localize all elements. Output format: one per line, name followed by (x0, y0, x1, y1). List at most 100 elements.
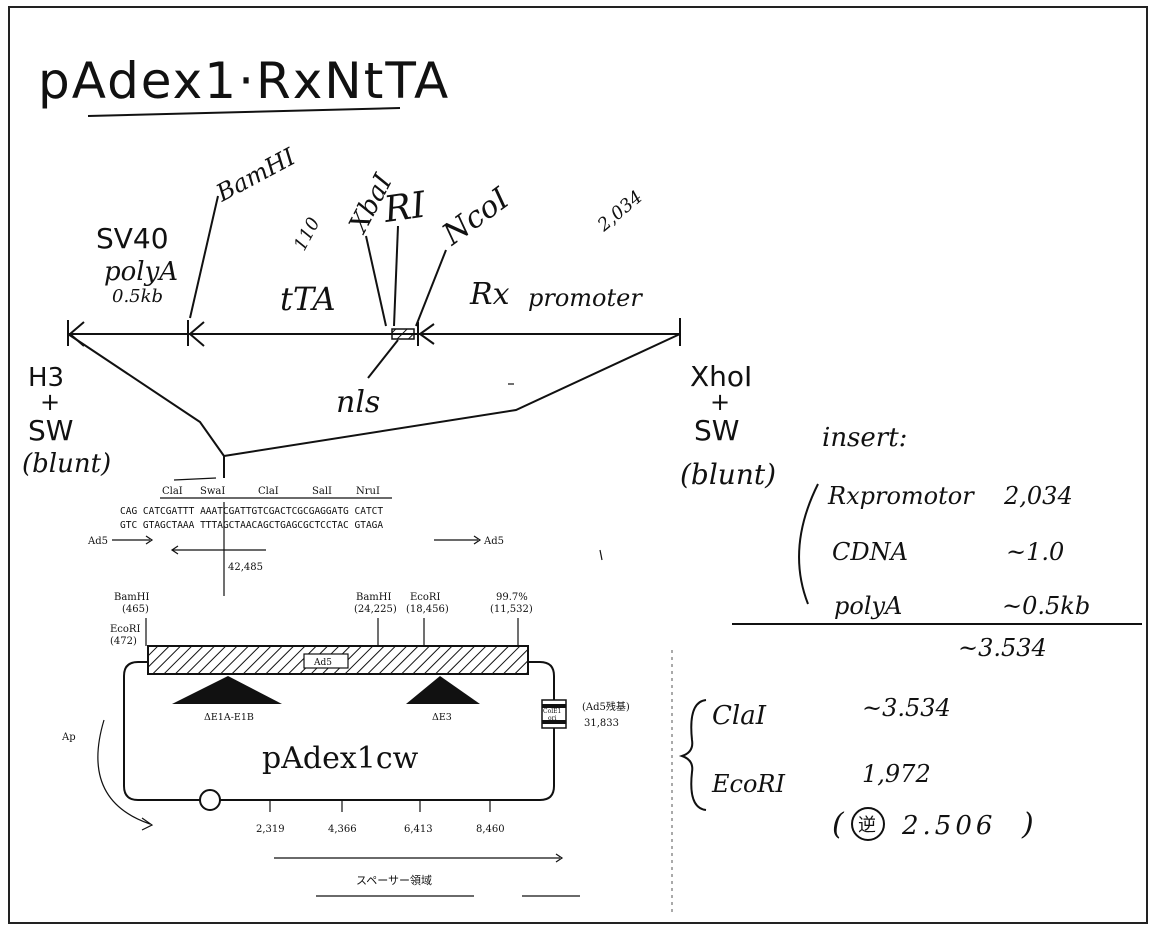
pct-pos: (11,532) (490, 604, 533, 615)
left-end-sw: SW (28, 414, 73, 447)
insert-row-name: CDNA (832, 538, 908, 566)
rx-label: Rx (469, 277, 510, 312)
delta-e3-label: ΔE3 (432, 712, 452, 723)
amp-label: Ap (61, 732, 76, 743)
insert-row-value: ~1.0 (1006, 538, 1064, 566)
insert-row-value: 2,034 (1003, 482, 1073, 510)
pct-label: 99.7% (496, 592, 528, 603)
right-end-blunt: (blunt) (680, 458, 776, 491)
nls-label: nls (336, 385, 380, 420)
plasmid-outline (123, 661, 555, 801)
plasmid-name: pAdex1cw (262, 741, 419, 776)
funnel-line-right (223, 333, 681, 457)
polya-size-label: 0.5kb (112, 286, 163, 307)
sequence-top-strand: CAG CATCGATTT AAATCGATTGTCGACTCGCGAGGATG… (120, 506, 383, 517)
site-bamhi-label: BamHI (211, 142, 301, 207)
nls-block (391, 328, 415, 340)
ecori-mid-pos: (18,456) (406, 604, 449, 615)
site-ri-label: RI (381, 184, 429, 231)
copy-pos: 31,833 (584, 718, 619, 729)
cos-box-top-label: ColE1 (543, 708, 561, 715)
mcs-position: 42,485 (228, 562, 263, 573)
polya-label: polyA (104, 257, 178, 287)
ecori-left-pos: (472) (110, 636, 137, 647)
bamhi-left-pos: (465) (122, 604, 149, 615)
ri-pointer (393, 225, 399, 327)
digest-value: ~3.534 (862, 694, 951, 722)
ori-circle (199, 789, 221, 811)
mcs-site-label: NruI (356, 486, 380, 497)
bamhi-left-label: BamHI (114, 592, 150, 603)
ad5-left-arrowhead (145, 535, 154, 545)
nls-pointer (367, 339, 399, 379)
insert-row-value: ~0.5kb (1002, 592, 1090, 620)
ad5-box (303, 653, 349, 669)
insert-total: ~3.534 (958, 634, 1047, 662)
xbai-pointer (365, 235, 387, 327)
tick-label: 2,319 (256, 824, 285, 835)
reverse-close-paren: ) (1021, 807, 1034, 842)
arrowhead-tta (188, 321, 205, 347)
number-2034: 2,034 (593, 187, 647, 237)
ad5-left-label: Ad5 (87, 536, 108, 547)
tick-label: 6,413 (404, 824, 433, 835)
tick-label: 8,460 (476, 824, 505, 835)
left-end-h3: H3 (28, 363, 64, 393)
insert-row-name: Rxpromotor (827, 482, 975, 510)
mcs-site-label: ClaI (162, 486, 183, 497)
tick-label: 4,366 (328, 824, 357, 835)
mcs-site-label: SwaI (200, 486, 225, 497)
ecori-mid-label: EcoRI (410, 592, 440, 603)
number-110: 110 (290, 214, 325, 254)
amp-arrow (97, 719, 151, 825)
spacer-label: スペーサー領域 (356, 873, 432, 887)
right-end-xhoi: XhoI (690, 360, 752, 393)
spacer-arrowhead (555, 853, 564, 863)
insert-row-name: polyA (834, 592, 902, 620)
copy-note: (Ad5残基) (582, 700, 630, 713)
mcs-sites: ClaI SwaI ClaI SalI NruI (162, 486, 380, 497)
bamhi-mid-pos: (24,225) (354, 604, 397, 615)
mcs-site-label: SalI (312, 486, 332, 497)
tta-label: tTA (280, 280, 336, 318)
left-end-plus: + (40, 388, 60, 416)
left-end-blunt: (blunt) (22, 449, 111, 479)
ecori-left-label: EcoRI (110, 624, 140, 635)
funnel-line-left (67, 333, 225, 457)
ad5-box-label: Ad5 (313, 658, 332, 668)
right-end-plus: + (710, 388, 730, 416)
cos-box-bottom-label: ori (548, 715, 556, 722)
reverse-value: 2.506 (901, 811, 996, 841)
ad5-right-arrowhead (473, 535, 482, 545)
scale-ticks (269, 800, 491, 812)
ad5-right-label: Ad5 (483, 536, 504, 547)
digest-enzyme: EcoRI (711, 770, 785, 798)
delta-e1-label: ΔE1A-E1B (204, 712, 254, 723)
bamhi-pointer (189, 195, 219, 319)
reverse-open-paren: ( (832, 807, 845, 842)
arrowhead-promoter (418, 323, 435, 345)
right-end-sw: SW (694, 414, 739, 447)
insert-heading: insert: (822, 423, 907, 453)
delta-e3-triangle (406, 676, 480, 704)
sequence-bottom-strand: GTC GTAGCTAAA TTTAGCTAACAGCTGAGCGCTCCTAC… (120, 520, 383, 531)
digest-value: 1,972 (862, 760, 931, 788)
page-frame (8, 6, 1148, 924)
site-ncoi-label: NcoI (435, 181, 516, 253)
promoter-label: promoter (528, 284, 643, 312)
page-title: pAdex1·RxNtTA (38, 52, 450, 110)
digest-enzyme: ClaI (712, 701, 767, 731)
stray-mark (599, 549, 603, 561)
sv40-label: SV40 (96, 222, 169, 255)
mcs-overline (173, 477, 217, 481)
mcs-site-label: ClaI (258, 486, 279, 497)
mcs-orientation-arrowhead (170, 545, 179, 555)
title-underline (87, 107, 401, 117)
delta-e1-triangle (172, 676, 282, 704)
digest-brace (678, 699, 707, 811)
ncoi-pointer (415, 249, 447, 327)
bamhi-mid-label: BamHI (356, 592, 392, 603)
reverse-mark: 逆 (858, 815, 876, 836)
amp-arrowhead (141, 817, 154, 831)
